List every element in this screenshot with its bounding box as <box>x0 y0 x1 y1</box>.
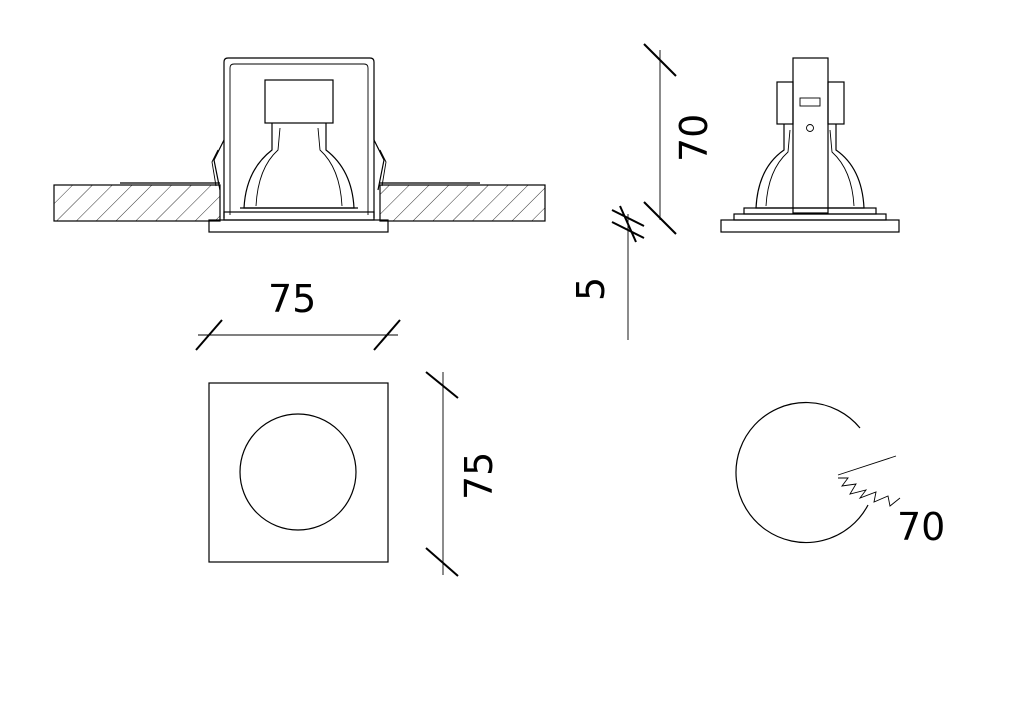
spring-clip-right <box>373 139 385 191</box>
cutout-circle <box>735 401 869 544</box>
dimension-width-75: 75 <box>195 277 401 351</box>
dimension-label-75-height: 75 <box>457 452 501 500</box>
dimension-height-70: 70 <box>643 43 716 235</box>
trim-square <box>208 382 389 563</box>
spring-clip-left <box>213 139 225 191</box>
lamp-opening-circle <box>239 413 357 531</box>
dimension-label-70-diameter: 70 <box>897 505 945 549</box>
plan-view <box>208 382 389 563</box>
ceiling-slab-left <box>53 184 221 222</box>
front-view <box>720 57 900 233</box>
dimension-label-5: 5 <box>569 277 613 301</box>
cutout-zigzag <box>838 477 901 507</box>
side-section-view <box>53 57 546 233</box>
dimension-label-70-height: 70 <box>672 114 716 162</box>
dimension-label-75-width: 75 <box>268 277 316 321</box>
front-reflector <box>755 124 865 209</box>
cutout-diagram: 70 <box>735 401 945 549</box>
ceiling-slab-right <box>379 184 546 222</box>
fixture-housing <box>223 57 375 218</box>
trim-plate <box>208 219 389 233</box>
front-trim-plate <box>720 219 900 233</box>
lamp-reflector <box>243 123 355 209</box>
dimension-thickness-5: 5 <box>569 205 645 340</box>
lamp-socket <box>264 79 334 124</box>
pivot-screw <box>806 124 814 132</box>
bracket <box>792 57 829 214</box>
dimension-height-75: 75 <box>425 371 501 577</box>
